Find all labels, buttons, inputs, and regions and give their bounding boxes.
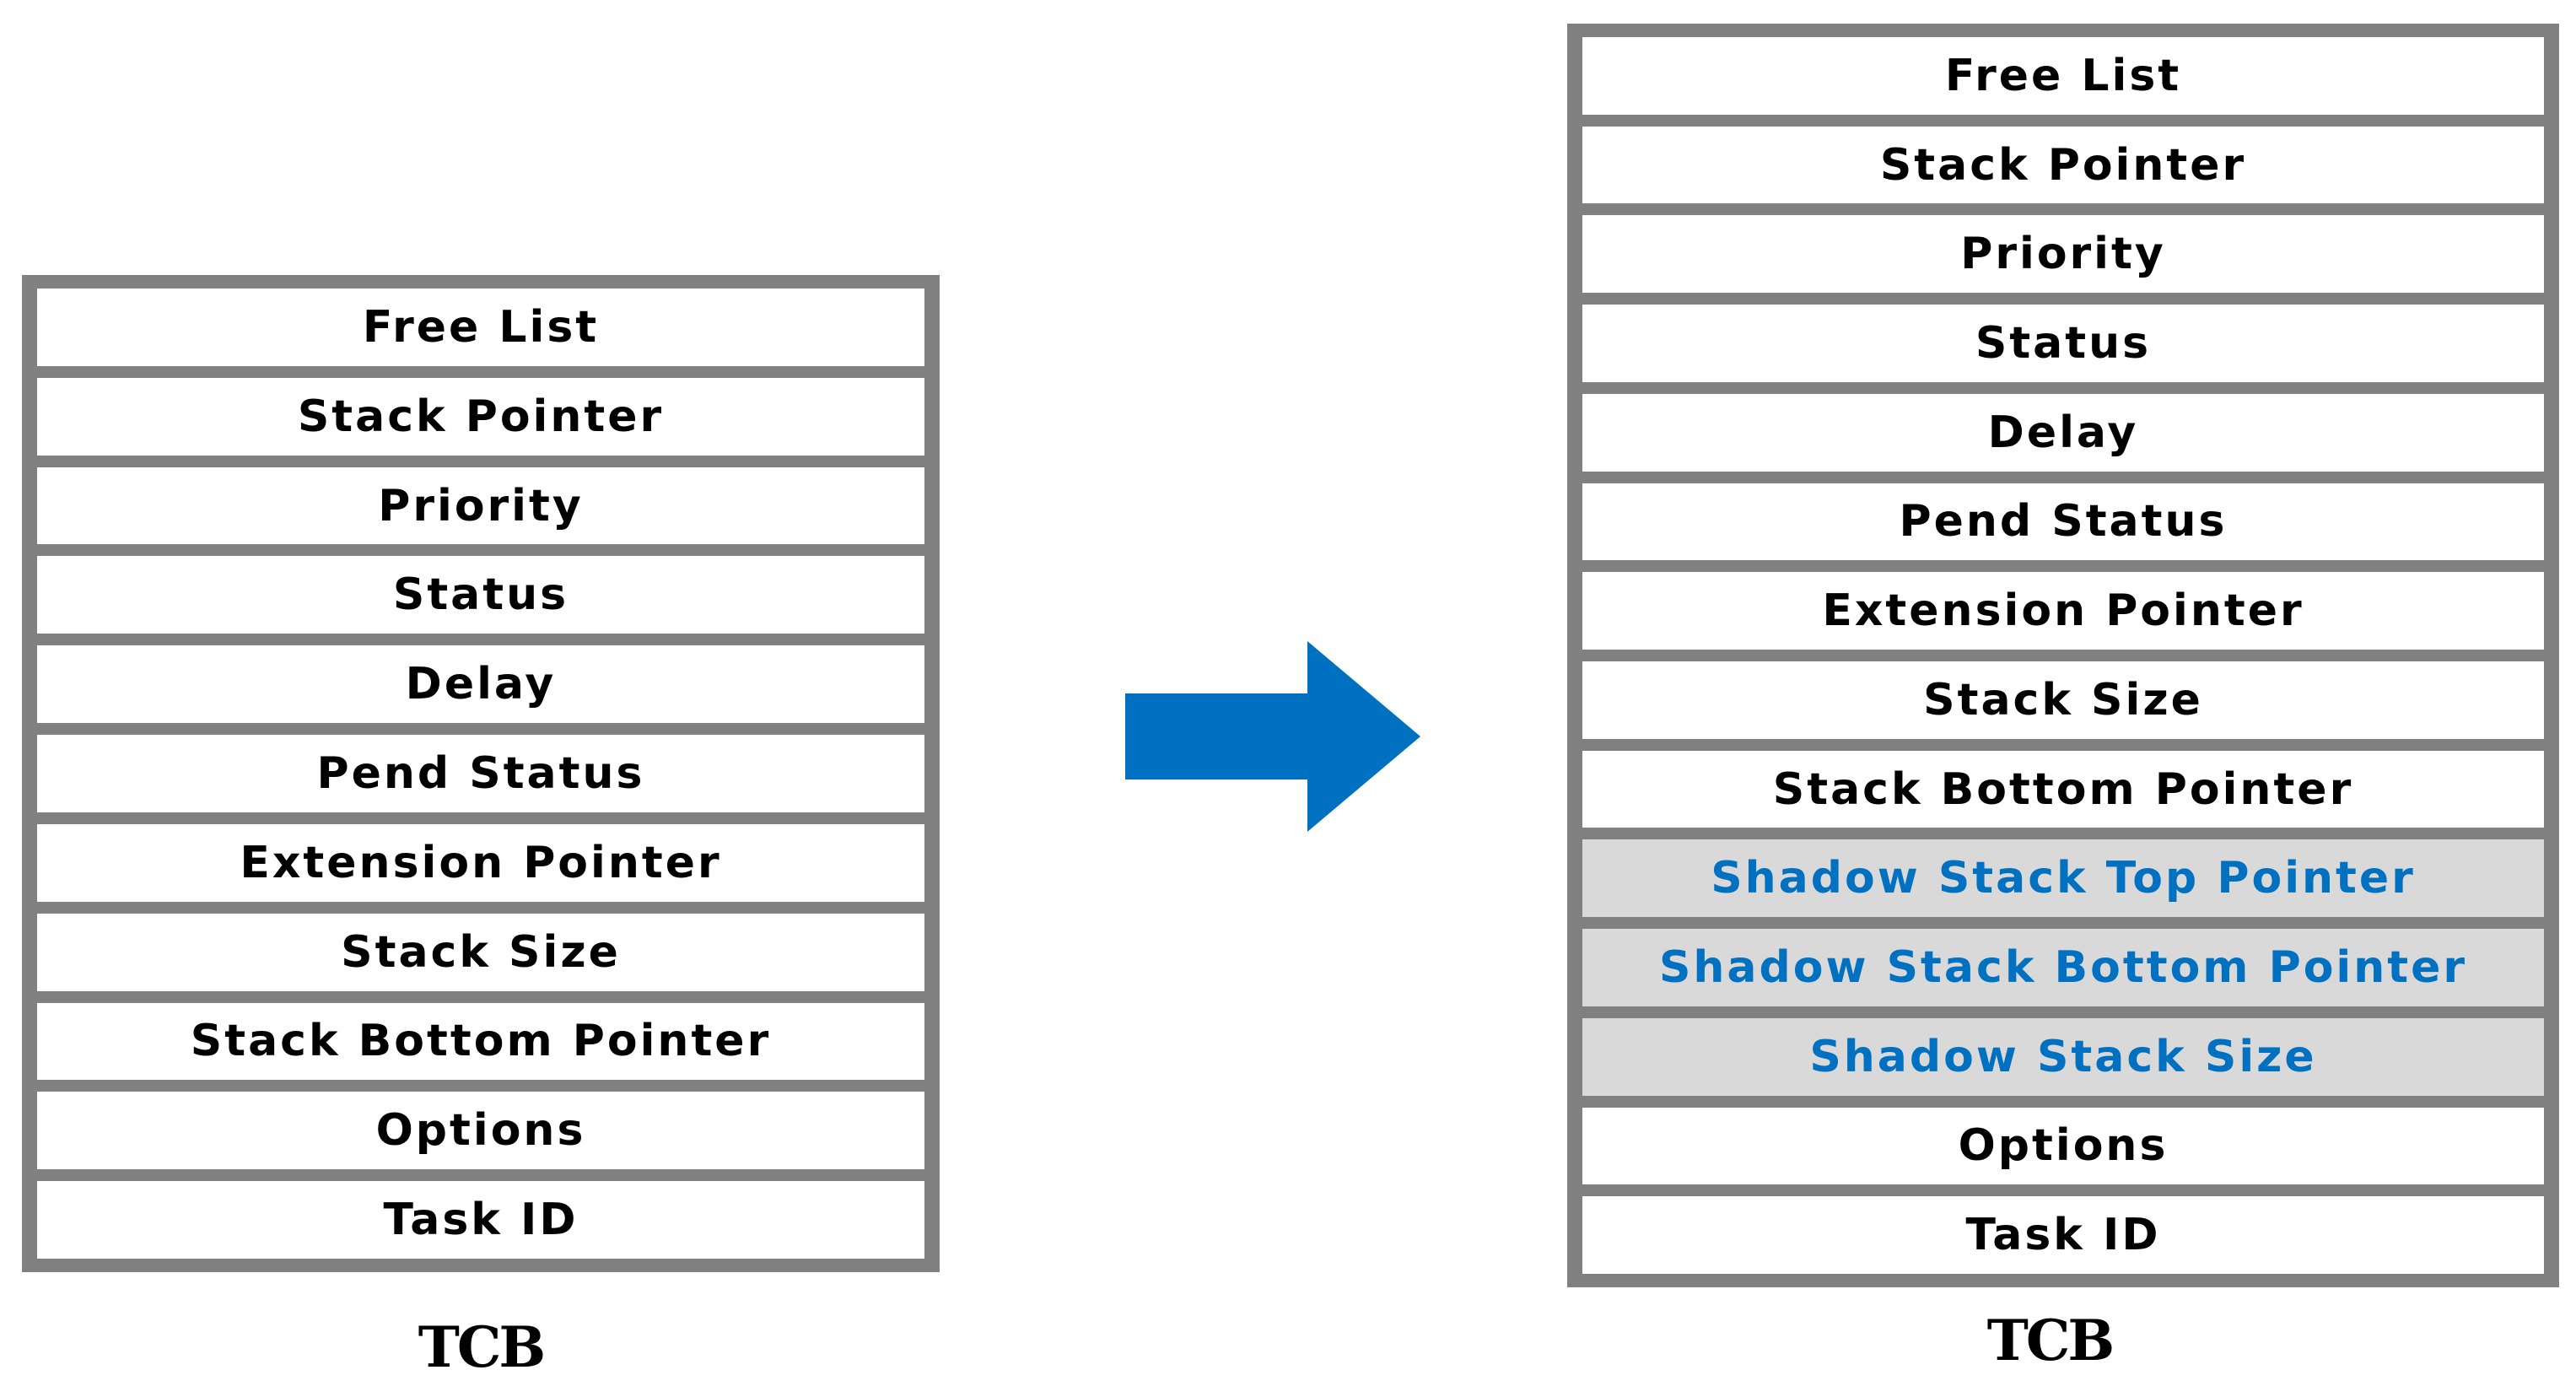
tcb-after-caption: TCB [1986,1308,2115,1373]
field-stack-size: Stack Size [1582,661,2544,739]
field-pend-status: Pend Status [37,735,924,812]
field-options: Options [37,1092,924,1170]
field-stack-bottom-pointer: Stack Bottom Pointer [37,1002,924,1081]
field-delay: Delay [1582,393,2544,472]
field-stack-bottom-pointer: Stack Bottom Pointer [1582,750,2544,828]
field-stack-size: Stack Size [37,913,924,991]
field-task-id: Task ID [1582,1196,2544,1275]
field-status: Status [1582,305,2544,382]
tcb-before-caption: TCB [418,1314,546,1380]
field-extension-pointer: Extension Pointer [37,823,924,902]
tcb-after: Free List Stack Pointer Priority Status … [1567,24,2559,1287]
field-extension-pointer: Extension Pointer [1582,572,2544,650]
field-shadow-stack-size: Shadow Stack Size [1582,1017,2544,1096]
field-free-list: Free List [37,289,924,366]
field-stack-pointer: Stack Pointer [1582,126,2544,204]
field-delay: Delay [37,645,924,724]
field-priority: Priority [37,467,924,545]
right-arrow-icon [1125,641,1420,832]
field-status: Status [37,556,924,634]
field-options: Options [1582,1107,2544,1185]
field-stack-pointer: Stack Pointer [37,377,924,456]
field-pend-status: Pend Status [1582,483,2544,561]
field-priority: Priority [1582,215,2544,294]
tcb-before: Free List Stack Pointer Priority Status … [22,275,940,1272]
field-shadow-stack-top-pointer: Shadow Stack Top Pointer [1582,839,2544,918]
field-task-id: Task ID [37,1181,924,1259]
field-free-list: Free List [1582,37,2544,115]
field-shadow-stack-bottom-pointer: Shadow Stack Bottom Pointer [1582,929,2544,1006]
